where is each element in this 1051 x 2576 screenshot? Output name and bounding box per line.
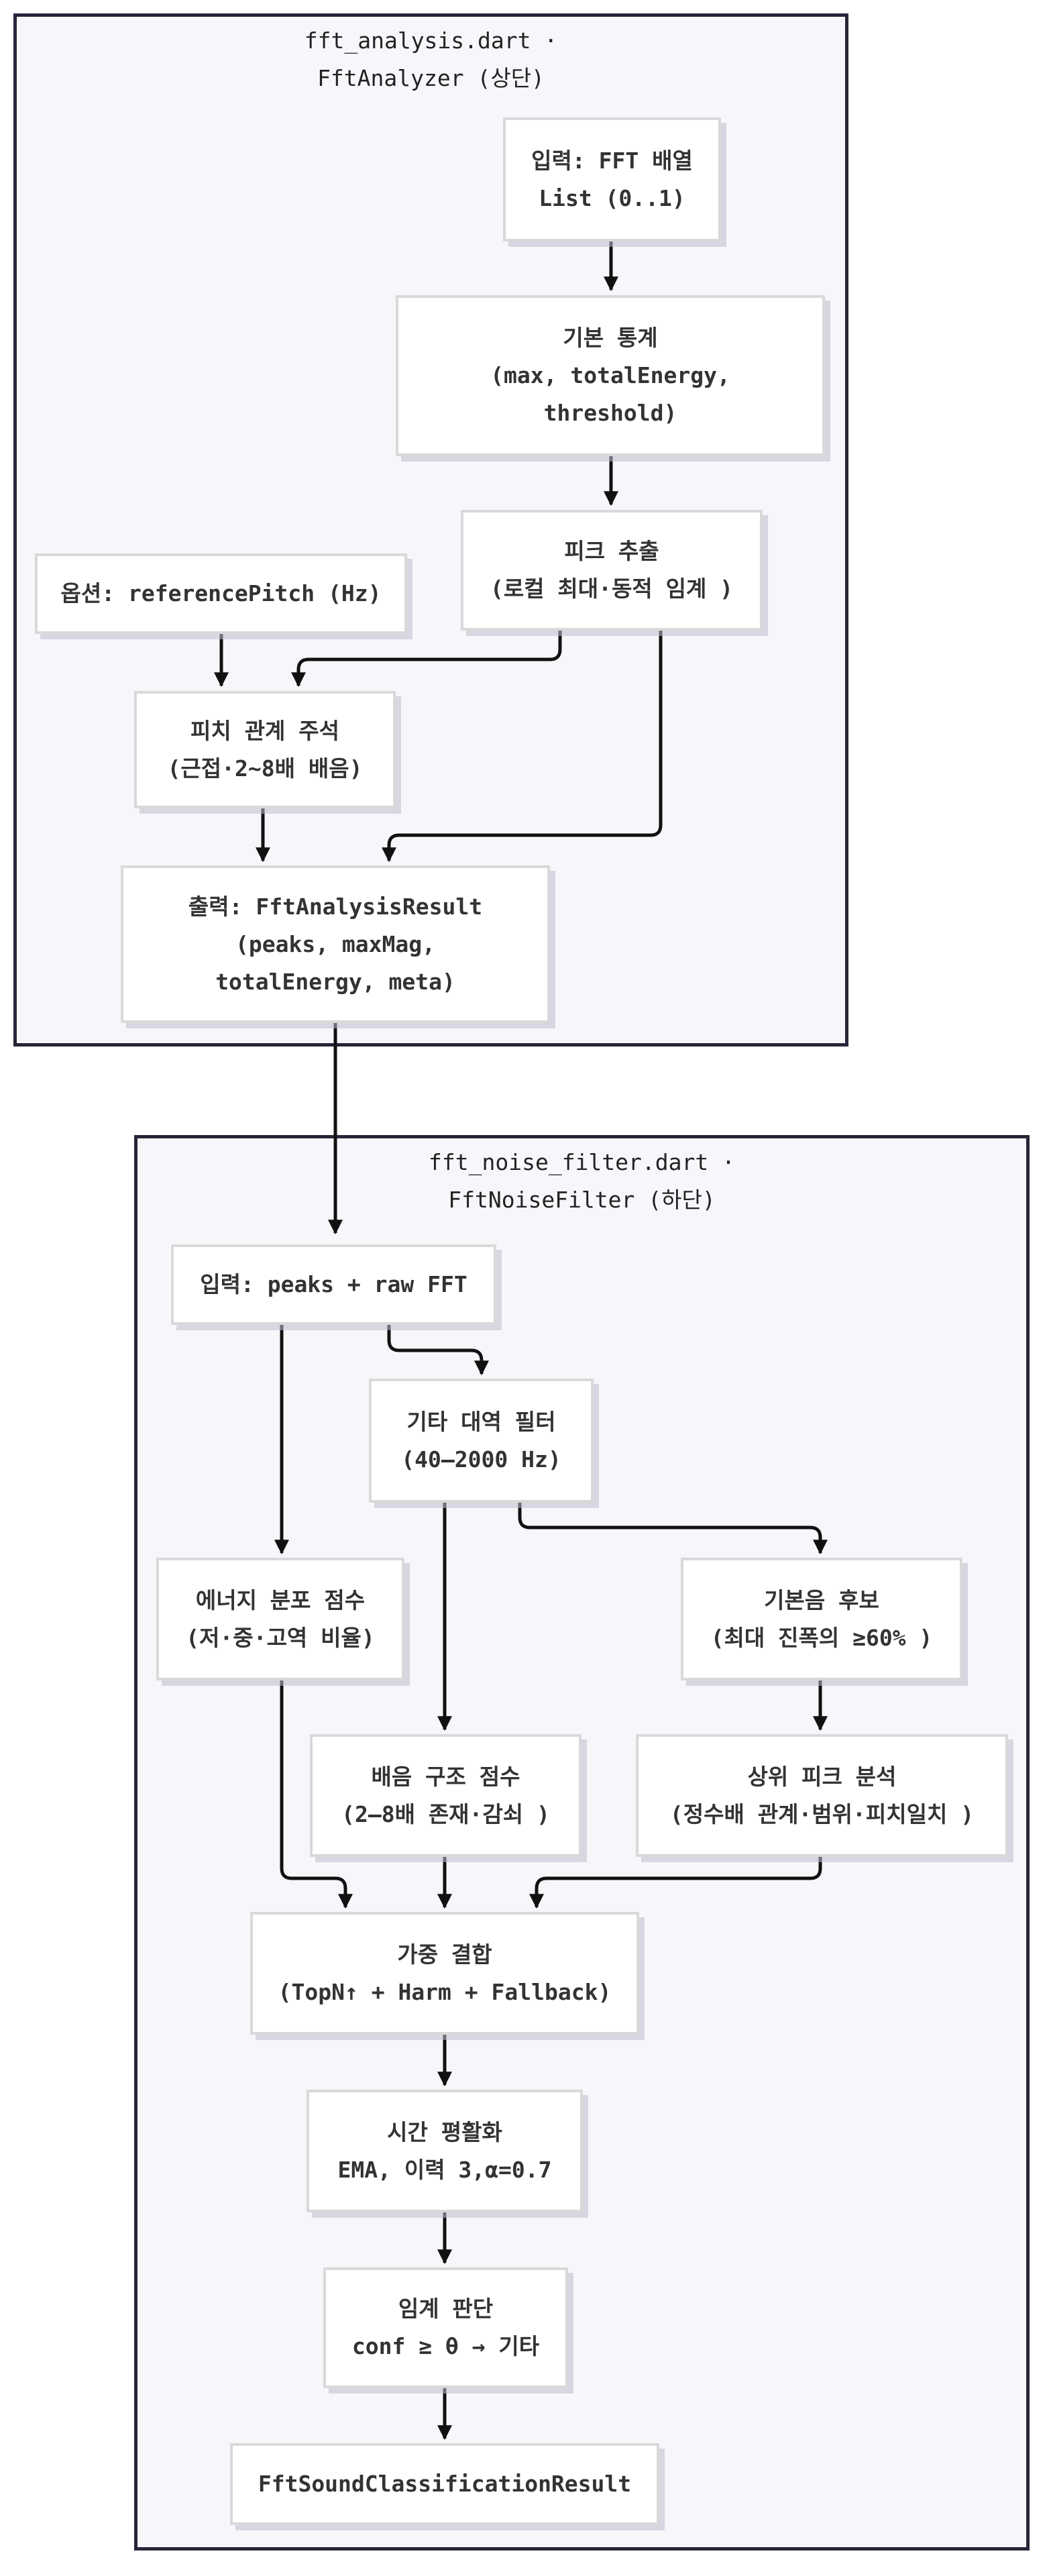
node-top-peak-analysis: 상위 피크 분석 (정수배 관계·범위·피치일치 ) (636, 1734, 1008, 1857)
edge-top-peak-to-weighted (529, 1857, 822, 1909)
edge-peaks-to-output (381, 631, 663, 863)
node-fundamental-candidate: 기본음 후보 (최대 진폭의 ≥60% ) (681, 1558, 962, 1680)
node-peak-extract: 피크 추출 (로컬 최대·동적 임계 ) (461, 510, 763, 631)
node-classification-result: FftSoundClassificationResult (230, 2443, 659, 2525)
node-pitch-relation: 피치 관계 주석 (근접·2~8배 배음) (134, 691, 396, 808)
edge-band-to-fundamental (518, 1503, 828, 1555)
node-basic-stats: 기본 통계 (max, totalEnergy, threshold) (396, 295, 825, 456)
node-input-fft-array: 입력: FFT 배열 List (0..1) (503, 117, 721, 241)
node-harmonic-structure-score: 배음 구조 점수 (2–8배 존재·감쇠 ) (310, 1734, 582, 1857)
edge-peaks-to-pitch-relation (290, 631, 562, 688)
edge-energy-to-weighted (280, 1680, 353, 1909)
node-analysis-output: 출력: FftAnalysisResult (peaks, maxMag, to… (121, 865, 550, 1023)
node-threshold-decision: 임계 판단 conf ≥ θ → 기타 (323, 2267, 568, 2388)
node-temporal-smoothing: 시간 평활화 EMA, 이력 3,α=0.7 (307, 2090, 583, 2212)
node-reference-pitch-option: 옵션: referencePitch (Hz) (35, 553, 407, 634)
node-energy-distribution-score: 에너지 분포 점수 (저·중·고역 비율) (156, 1558, 404, 1680)
group-title-fft-noise-filter: fft_noise_filter.dart · FftNoiseFilter (… (429, 1149, 735, 1213)
node-weighted-combination: 가중 결합 (TopN↑ + Harm + Fallback) (250, 1912, 639, 2035)
node-guitar-band-filter: 기타 대역 필터 (40–2000 Hz) (369, 1379, 594, 1503)
edge-filter-input-to-band (387, 1325, 490, 1376)
group-title-fft-analysis: fft_analysis.dart · FftAnalyzer (상단) (304, 28, 558, 91)
node-filter-input: 입력: peaks + raw FFT (171, 1244, 496, 1325)
